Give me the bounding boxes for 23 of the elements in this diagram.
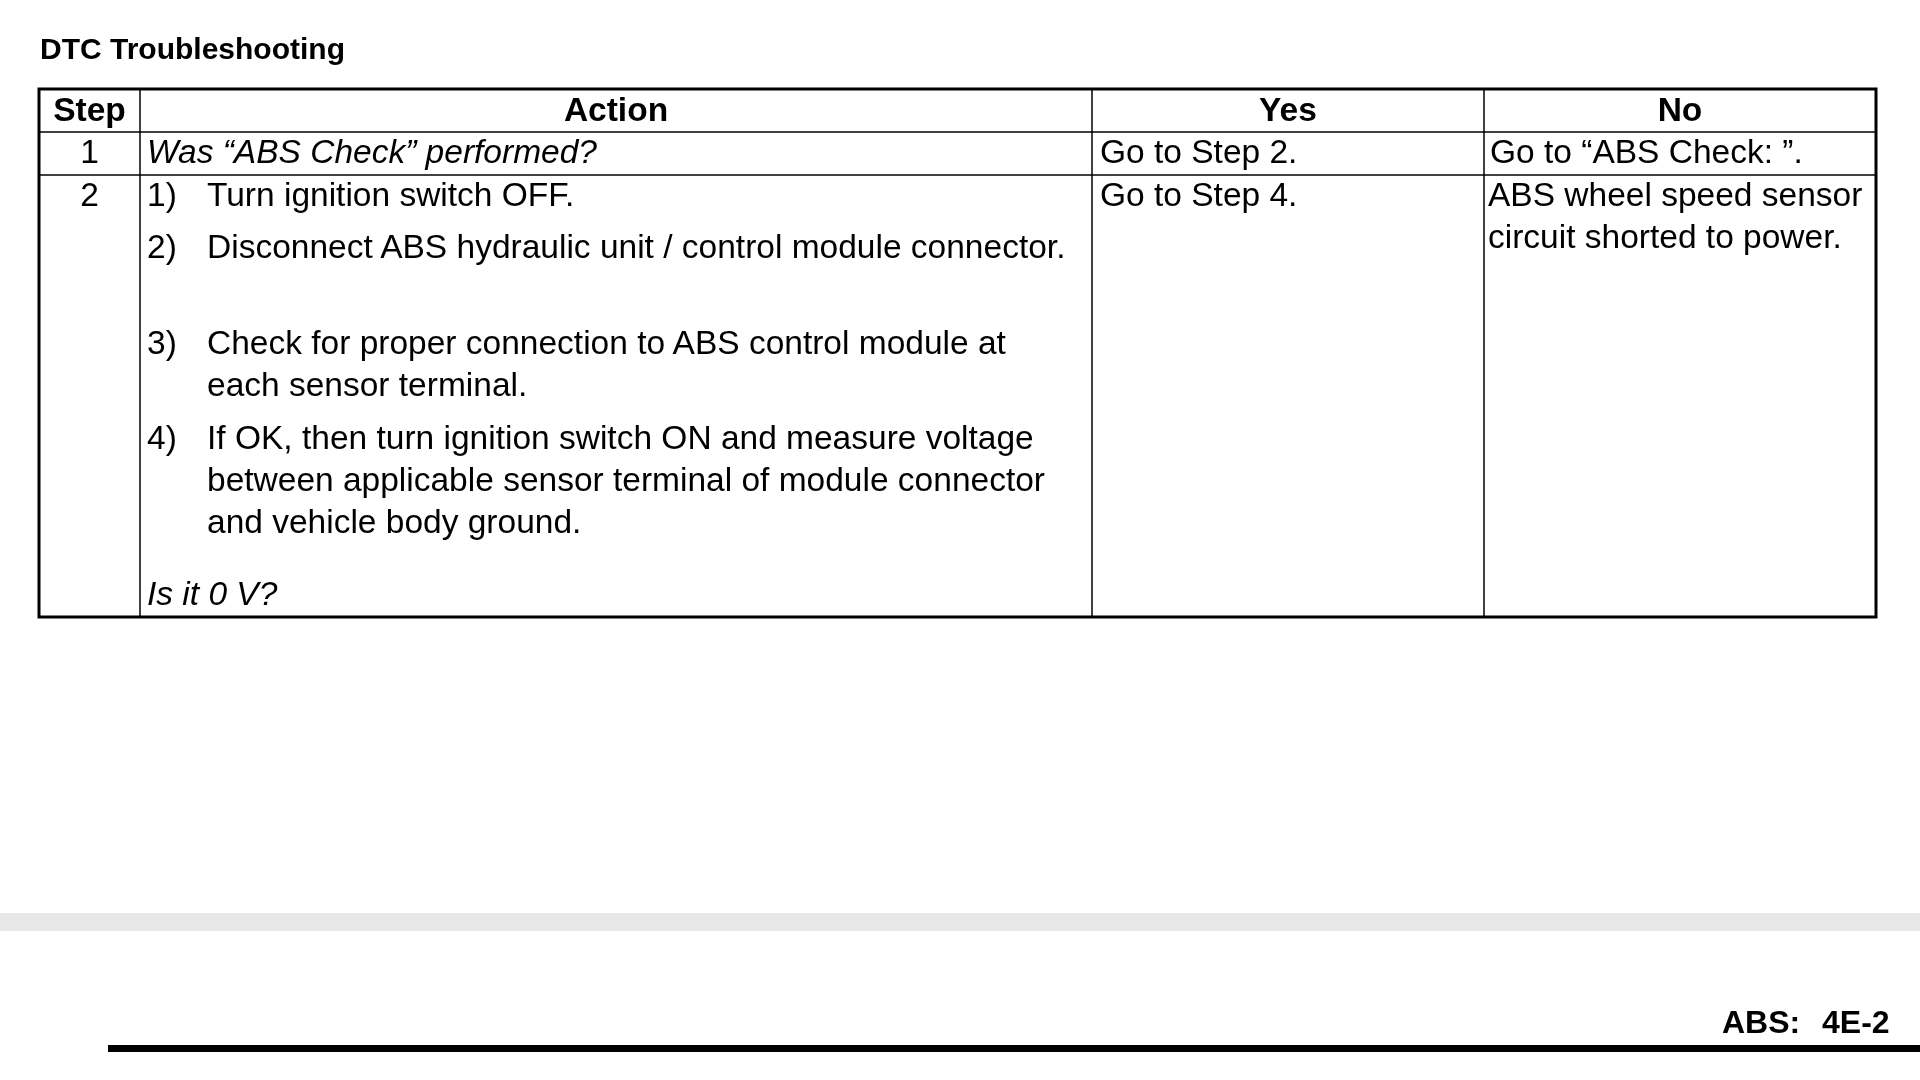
- table-title: DTC Troubleshooting: [40, 31, 345, 67]
- instruction-text: Turn ignition switch OFF.: [207, 175, 576, 215]
- step-number: 2: [79, 175, 100, 215]
- instruction-text: Disconnect ABS hydraulic unit / control module connector.: [207, 227, 1067, 267]
- list-number: 3): [147, 323, 178, 363]
- answer-text: ABS wheel speed sensor circuit shorted to power.: [1488, 175, 1864, 257]
- list-number: 4): [147, 418, 178, 458]
- list-number: 2): [147, 227, 178, 267]
- column-header: Action: [562, 90, 670, 130]
- list-number: 1): [147, 175, 178, 215]
- instruction-text: Check for proper connection to ABS control module at each sensor terminal.: [207, 323, 1007, 405]
- answer-text: Go to “ABS Check: ”.: [1490, 132, 1804, 172]
- section-label: ABS:: [1722, 1003, 1802, 1042]
- column-header: Yes: [1258, 90, 1318, 130]
- instruction-text: If OK, then turn ignition switch ON and measure voltage between applicable sensor terminal of module connector and vehicle body ground.: [207, 418, 1046, 542]
- question-text: Was “ABS Check” performed?: [147, 132, 598, 172]
- column-header: No: [1656, 90, 1704, 130]
- step-number: 1: [79, 132, 100, 172]
- answer-text: Go to Step 2.: [1100, 132, 1299, 172]
- page-number: 4E-2: [1822, 1003, 1891, 1042]
- question-text: Is it 0 V?: [147, 574, 279, 614]
- column-header: Step: [52, 90, 127, 130]
- answer-text: Go to Step 4.: [1100, 175, 1299, 215]
